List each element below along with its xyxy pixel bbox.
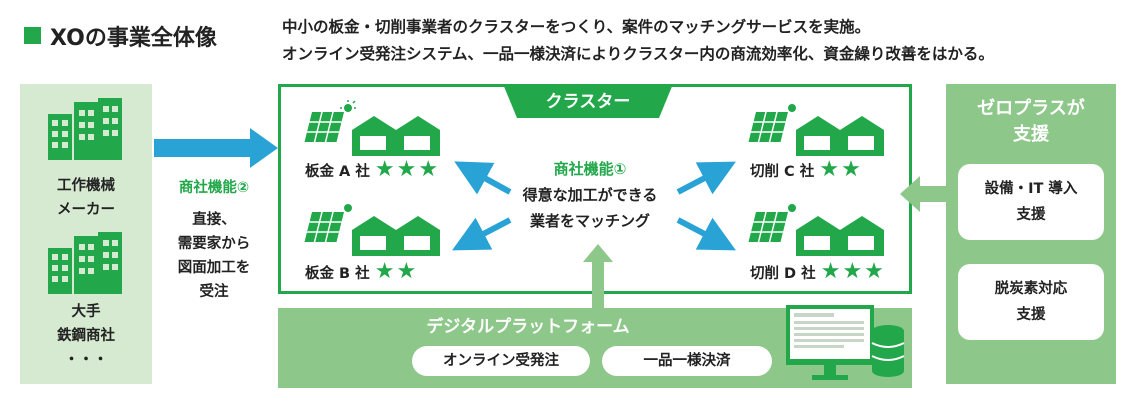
maker-label-line-1: 工作機械	[57, 178, 115, 194]
factory-solar-icon	[304, 100, 440, 156]
trading-function-2-line-1: 直接、	[192, 212, 236, 228]
trader-label-line-2: 鉄鋼商社	[57, 328, 115, 344]
page-title: XOの事業全体像	[50, 26, 217, 51]
online-ordering-pill: オンライン受発注	[412, 346, 590, 376]
maker-label-line-2: メーカー	[57, 202, 115, 218]
factory-solar-icon	[304, 204, 440, 256]
company-b: 板金 B 社 ★★	[305, 259, 418, 284]
trading-function-2: 商社機能② 直接、 需要家から 図面加工を 受注	[154, 176, 274, 304]
description-line-2: オンライン受発注システム、一品一様決済によりクラスター内の商流効率化、資金繰り改…	[282, 45, 994, 63]
monitor-database-icon	[786, 305, 905, 380]
platform-title: デジタルプラットフォーム	[426, 317, 630, 337]
office-building-icon	[48, 232, 122, 294]
company-b-name: 板金 B 社	[305, 266, 370, 282]
zeroplus-title-line-2: 支援	[1013, 124, 1049, 145]
decarbonization-support-box: 脱炭素対応 支援	[958, 264, 1104, 340]
order-flow-arrow	[154, 128, 278, 168]
company-c-name: 切削 C 社	[750, 164, 815, 180]
company-b-stars: ★★	[374, 259, 419, 284]
cluster-tab	[503, 84, 673, 118]
trading-function-2-line-4: 受注	[199, 284, 229, 300]
arrow-to-company-d	[676, 217, 736, 251]
maker-label: 工作機械 メーカー	[20, 174, 152, 222]
zeroplus-title: ゼロプラスが 支援	[946, 96, 1116, 148]
company-c: 切削 C 社 ★★	[750, 157, 863, 182]
trader-label: 大手 鉄鋼商社 ・・・	[20, 300, 152, 372]
company-c-stars: ★★	[819, 157, 863, 182]
company-a-name: 板金 A 社	[305, 164, 370, 180]
zeroplus-title-line-1: ゼロプラスが	[977, 98, 1085, 119]
factory-building-icon	[48, 98, 122, 160]
arrow-to-company-c	[676, 161, 736, 195]
trader-label-ellipsis: ・・・	[64, 352, 108, 368]
trading-function-1-line-2: 業者をマッチング	[529, 212, 650, 230]
trading-function-2-title: 商社機能②	[178, 180, 250, 196]
title-marker	[24, 27, 41, 44]
company-d-name: 切削 D 社	[750, 266, 816, 282]
trading-function-1-title: 商社機能①	[553, 160, 627, 178]
trading-function-2-line-3: 図面加工を	[177, 260, 251, 276]
company-d-stars: ★★★	[820, 259, 886, 284]
equipment-it-support-line-2: 支援	[1016, 207, 1046, 223]
support-arrow	[900, 176, 948, 212]
trading-function-1: 商社機能① 得意な加工ができる 業者をマッチング	[500, 156, 680, 234]
company-a-stars: ★★★	[374, 157, 441, 182]
equipment-it-support-line-1: 設備・IT 導入	[984, 181, 1078, 197]
trader-label-line-1: 大手	[71, 304, 101, 320]
trading-function-2-line-2: 需要家から	[177, 236, 251, 252]
description: 中小の板金・切削事業者のクラスターをつくり、案件のマッチングサービスを実施。 オ…	[282, 14, 994, 68]
arrow-to-company-b	[452, 217, 512, 251]
matching-arrows	[452, 161, 736, 251]
equipment-it-support-box: 設備・IT 導入 支援	[958, 164, 1104, 240]
factory-solar-icon	[748, 104, 884, 156]
payment-pill: 一品一様決済	[602, 346, 772, 376]
company-a: 板金 A 社 ★★★	[305, 157, 440, 182]
description-line-1: 中小の板金・切削事業者のクラスターをつくり、案件のマッチングサービスを実施。	[282, 18, 871, 36]
trading-function-1-line-1: 得意な加工ができる	[522, 186, 658, 204]
platform-up-arrow	[583, 244, 613, 314]
decarbonization-support-line-1: 脱炭素対応	[994, 281, 1068, 297]
arrow-to-company-a	[454, 161, 512, 195]
cluster-title: クラスター	[545, 92, 631, 112]
decarbonization-support-line-2: 支援	[1016, 307, 1046, 323]
company-d: 切削 D 社 ★★★	[750, 259, 886, 284]
factory-solar-icon	[748, 204, 884, 256]
